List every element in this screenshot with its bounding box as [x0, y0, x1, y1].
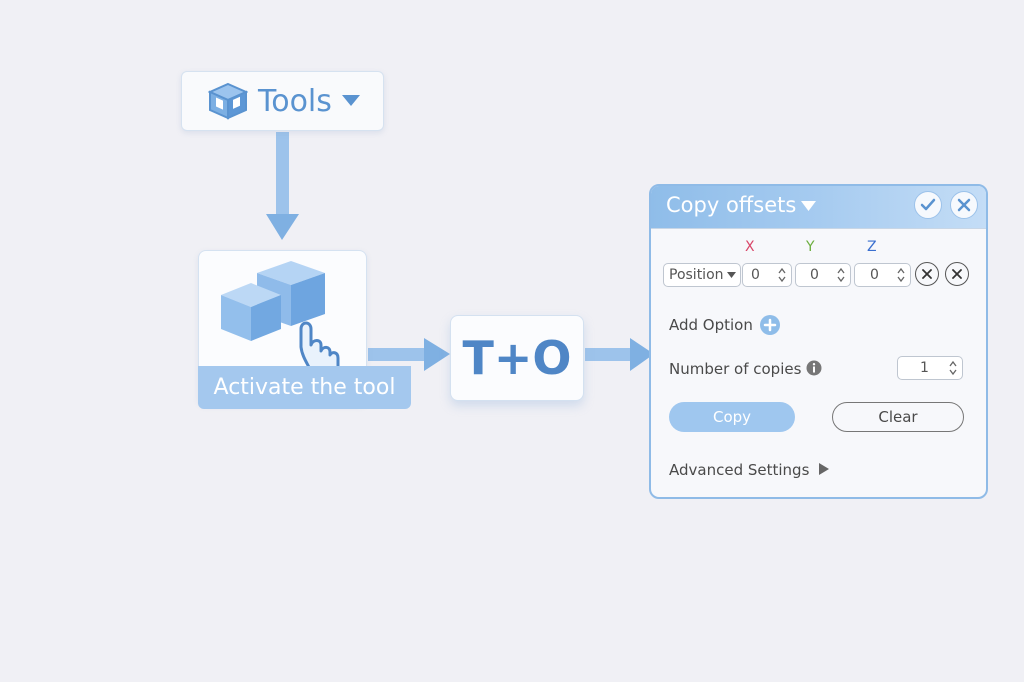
panel-title[interactable]: Copy offsets	[666, 193, 797, 217]
copy-offsets-panel: Copy offsets X Y Z Position 0	[649, 184, 988, 499]
copies-label: Number of copies	[669, 360, 802, 378]
panel-header: Copy offsets	[651, 186, 986, 229]
tools-menu-label: Tools	[258, 83, 332, 119]
close-button[interactable]	[950, 191, 978, 219]
offset-z-value: 0	[870, 267, 879, 283]
copies-input[interactable]: 1	[897, 356, 963, 380]
chevron-down-icon	[727, 272, 736, 278]
offset-mode-select[interactable]: Position	[663, 263, 741, 287]
cube-outline-icon	[208, 82, 248, 120]
cubes-hand-icon	[221, 261, 340, 371]
offset-x-value: 0	[751, 267, 760, 283]
axis-label-y: Y	[806, 239, 815, 255]
axis-label-z: Z	[867, 239, 877, 255]
stepper-arrows-icon[interactable]	[895, 266, 907, 284]
offset-mode-value: Position	[669, 267, 724, 283]
shortcut-key-box: T+O	[450, 315, 584, 401]
copy-button[interactable]: Copy	[669, 402, 795, 432]
tools-menu-button[interactable]: Tools	[181, 71, 384, 131]
close-icon	[922, 269, 932, 279]
arrow-down	[266, 132, 299, 240]
offset-x-input[interactable]: 0	[742, 263, 792, 287]
confirm-button[interactable]	[914, 191, 942, 219]
chevron-down-icon[interactable]	[801, 201, 816, 212]
offset-z-input[interactable]: 0	[854, 263, 911, 287]
activate-tool-caption: Activate the tool	[198, 366, 411, 409]
remove-offset-button-2[interactable]	[945, 262, 969, 286]
plus-icon[interactable]	[759, 314, 781, 336]
close-icon	[957, 198, 971, 212]
remove-offset-button-1[interactable]	[915, 262, 939, 286]
add-option-label[interactable]: Add Option	[669, 316, 753, 334]
check-icon	[920, 198, 936, 211]
offset-y-input[interactable]: 0	[795, 263, 851, 287]
stepper-arrows-icon[interactable]	[947, 359, 959, 377]
info-icon	[806, 360, 822, 376]
triangle-right-icon[interactable]	[818, 462, 830, 476]
copies-value: 1	[920, 360, 929, 376]
clear-button[interactable]: Clear	[832, 402, 964, 432]
offset-y-value: 0	[810, 267, 819, 283]
stepper-arrows-icon[interactable]	[776, 266, 788, 284]
axis-label-x: X	[745, 239, 755, 255]
advanced-settings-toggle[interactable]: Advanced Settings	[669, 461, 810, 479]
close-icon	[952, 269, 962, 279]
chevron-down-icon	[341, 95, 360, 106]
arrow-right-2	[585, 338, 654, 371]
arrow-right-1	[368, 338, 450, 371]
stepper-arrows-icon[interactable]	[835, 266, 847, 284]
